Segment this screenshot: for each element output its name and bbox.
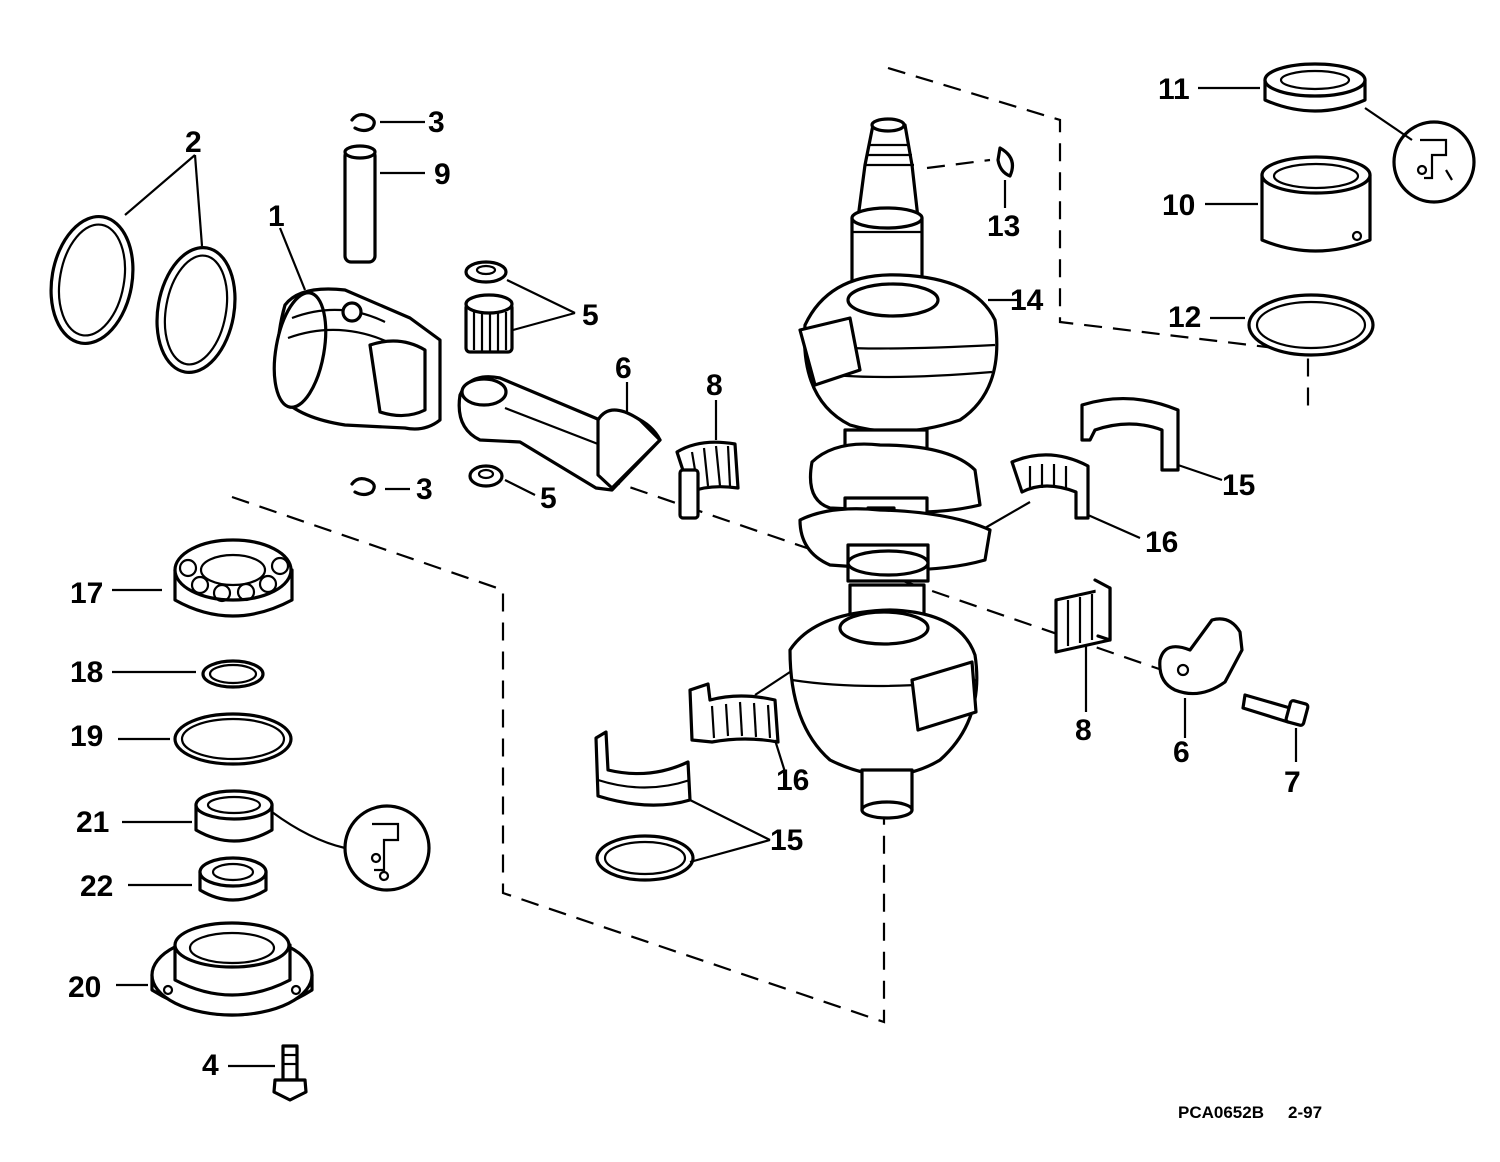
callout-8-right: 8: [1075, 714, 1092, 747]
housing-bolt: [272, 1044, 308, 1102]
wrist-pin-bearing-parts: [464, 260, 514, 488]
callout-8-left: 8: [706, 369, 723, 402]
drawing-reference-code: PCA0652B: [1178, 1103, 1264, 1122]
small-seal: [198, 856, 268, 902]
callout-5-top: 5: [582, 299, 599, 332]
main-bearing-cage-upper: [1010, 453, 1090, 520]
callout-1: 1: [268, 200, 285, 233]
callout-20: 20: [68, 971, 101, 1004]
callout-15-left: 15: [770, 824, 803, 857]
callout-17: 17: [70, 577, 103, 610]
connecting-rod: [457, 375, 662, 492]
callout-11: 11: [1158, 73, 1190, 106]
piston-pin-clips: [350, 113, 376, 497]
callout-22: 22: [80, 870, 113, 903]
main-bearing-retaining-ring: [595, 834, 695, 882]
callout-numbers: 1 2 3 3 4 5 5 6 6 7 8 8 9 10 11 12 13 14…: [68, 73, 1301, 1082]
callout-6-cap: 6: [1173, 736, 1190, 769]
callout-10: 10: [1162, 189, 1195, 222]
callout-5-bottom: 5: [540, 482, 557, 515]
upper-needle-bearing: [1260, 155, 1372, 253]
bearing-retaining-ring: [201, 659, 265, 689]
callout-6-rod: 6: [615, 352, 632, 385]
ball-bearing: [173, 538, 294, 618]
upper-seal: [1263, 62, 1367, 113]
callout-19: 19: [70, 720, 103, 753]
callout-7: 7: [1284, 766, 1301, 799]
callout-14: 14: [1010, 284, 1044, 317]
callout-13: 13: [987, 210, 1020, 243]
main-bearing-race-half-lower: [594, 730, 692, 807]
leader-lines: [112, 86, 1413, 1068]
callout-21: 21: [76, 806, 109, 839]
lower-seal: [194, 789, 274, 843]
o-ring: [173, 712, 293, 766]
connecting-rod-cap: [1158, 617, 1244, 696]
callout-3-top: 3: [428, 106, 445, 139]
callout-18: 18: [70, 656, 103, 689]
piston: [272, 287, 442, 431]
main-bearing-cage-lower: [688, 682, 780, 744]
callout-16-right: 16: [1145, 526, 1178, 559]
callout-2: 2: [185, 126, 202, 159]
callout-15-right: 15: [1222, 469, 1255, 502]
callout-3-bottom: 3: [416, 473, 433, 506]
seal-lip-detail-top: [1392, 120, 1476, 204]
piston-rings: [49, 214, 237, 374]
rod-bearing-cage-right: [1054, 578, 1112, 654]
callout-4: 4: [202, 1049, 219, 1082]
bearing-housing: [150, 921, 314, 1017]
retaining-ring: [1247, 293, 1375, 357]
main-bearing-race-half-upper: [1080, 396, 1180, 472]
piston-pin: [343, 144, 377, 264]
woodruff-key: [996, 146, 1014, 178]
rod-bearing-cage-left: [675, 440, 740, 520]
seal-lip-detail-bottom: [343, 804, 431, 892]
drawing-revision: 2-97: [1288, 1103, 1322, 1122]
callout-12: 12: [1168, 301, 1201, 334]
callout-16-left: 16: [776, 764, 809, 797]
callout-9: 9: [434, 158, 451, 191]
crankshaft: [788, 117, 999, 820]
rod-bolt: [1241, 693, 1310, 727]
